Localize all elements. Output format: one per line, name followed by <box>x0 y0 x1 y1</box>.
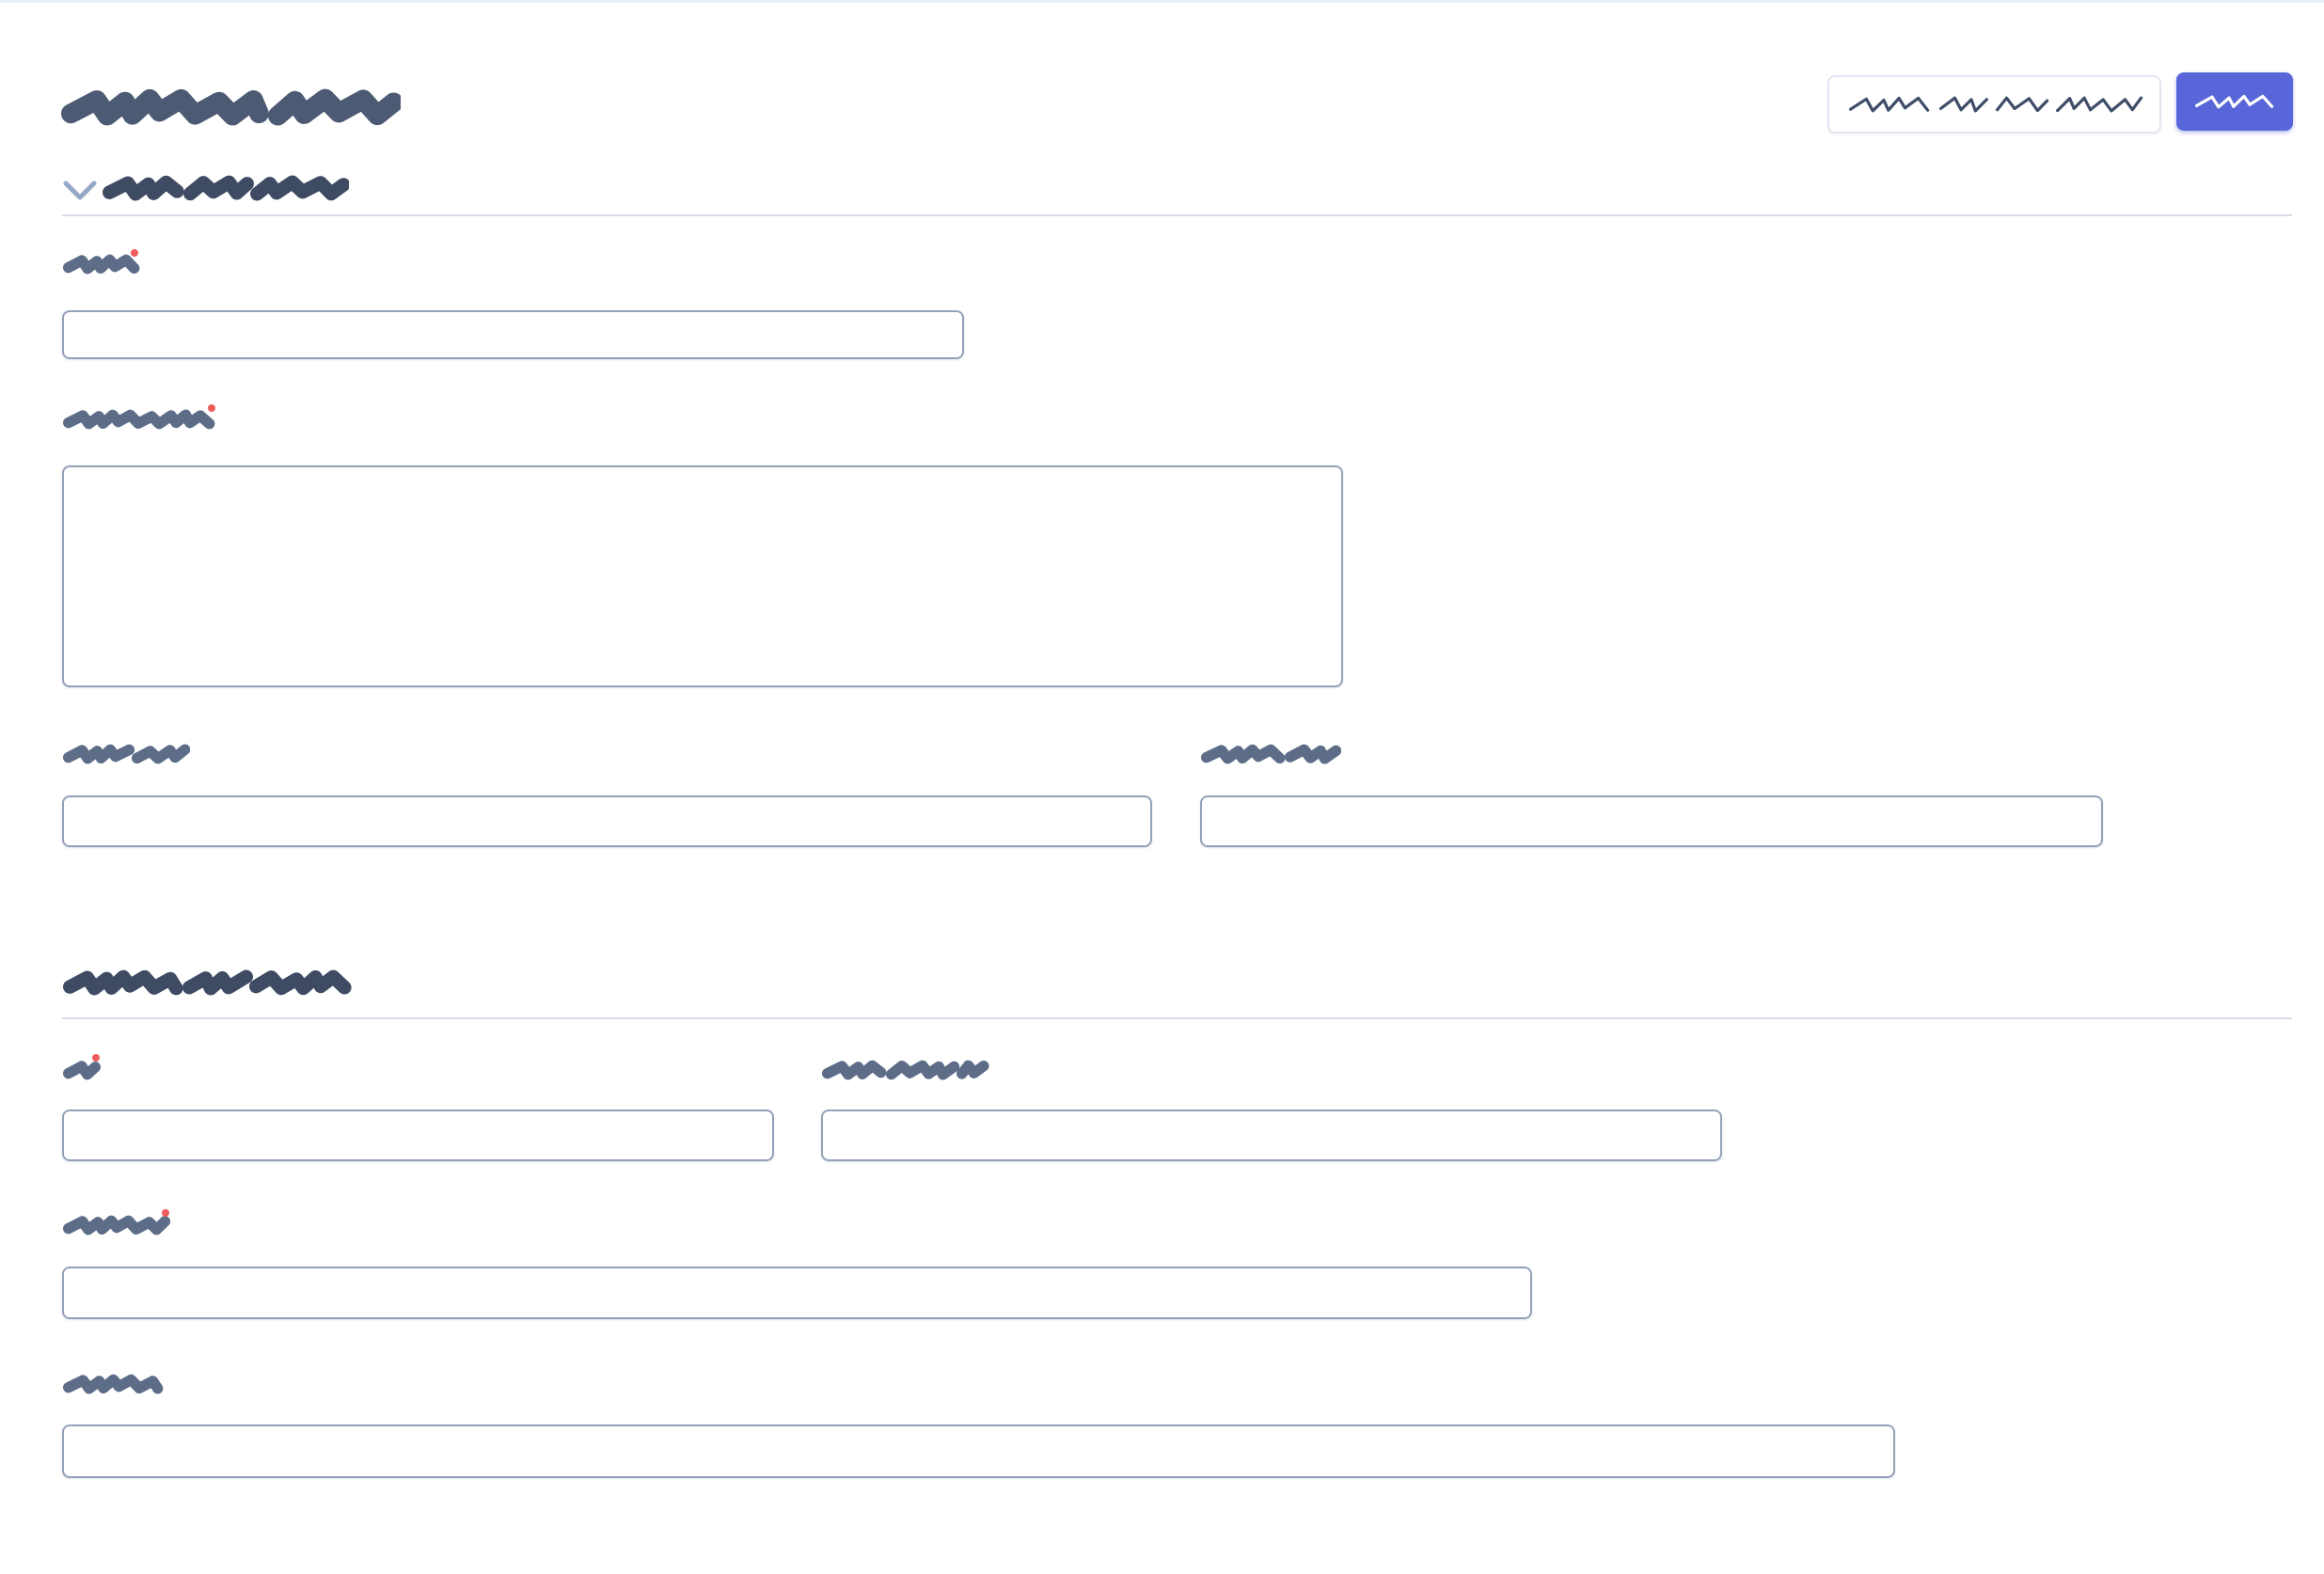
field-a-input[interactable] <box>62 310 964 359</box>
field-a-label <box>62 254 142 275</box>
required-indicator <box>162 1209 169 1217</box>
primary-button-label <box>2194 94 2276 109</box>
section-2-divider <box>62 1017 2292 1019</box>
required-indicator <box>208 404 215 412</box>
field-f-label <box>821 1060 989 1080</box>
field-h-label <box>62 1374 166 1394</box>
search-input-text <box>1848 96 2142 113</box>
field-h-input[interactable] <box>62 1424 1895 1478</box>
section-1-heading[interactable] <box>102 175 349 201</box>
top-border-line <box>0 0 2324 3</box>
field-b-label <box>62 409 217 430</box>
primary-button[interactable] <box>2176 72 2293 131</box>
field-b-textarea[interactable] <box>62 465 1343 687</box>
field-c-input[interactable] <box>62 795 1152 847</box>
section-2-heading <box>62 969 354 996</box>
field-d-label <box>1200 744 1341 764</box>
search-input[interactable] <box>1827 75 2161 134</box>
required-indicator <box>131 249 138 257</box>
field-e-label <box>62 1060 101 1080</box>
field-g-label <box>62 1215 170 1236</box>
field-e-input[interactable] <box>62 1110 774 1161</box>
section-1-divider <box>62 214 2292 216</box>
required-indicator <box>92 1054 100 1062</box>
field-c-label <box>62 744 190 764</box>
field-d-input[interactable] <box>1200 795 2103 847</box>
field-f-input[interactable] <box>821 1110 1722 1161</box>
field-g-input[interactable] <box>62 1267 1532 1319</box>
chevron-down-icon[interactable] <box>60 179 100 203</box>
page-title <box>60 88 401 126</box>
